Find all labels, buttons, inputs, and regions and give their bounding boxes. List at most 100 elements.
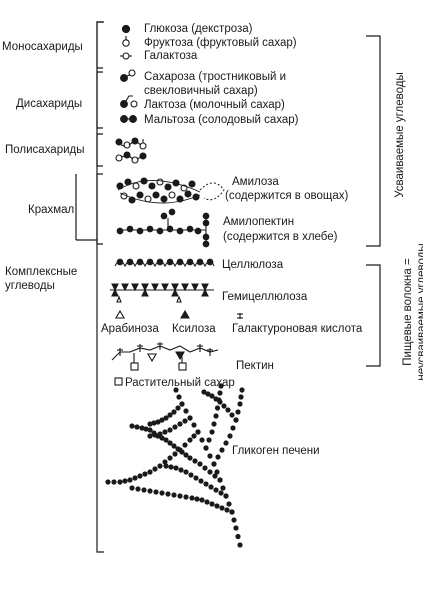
glycogen-dot	[211, 421, 217, 427]
glycogen-dot	[187, 455, 193, 461]
glycogen-dot	[223, 440, 229, 446]
galacturonic-icon	[237, 313, 243, 319]
label-galacturonic-acid: Галактуроновая кислота	[232, 323, 363, 335]
glycogen-dot	[152, 466, 158, 472]
category-complex-line2: углеводы	[5, 280, 55, 292]
glycogen-dot	[122, 478, 128, 484]
glycogen-dot	[167, 440, 173, 446]
glycogen-dot	[204, 499, 210, 505]
glycogen-dot	[159, 417, 165, 423]
arabinose-icon	[115, 309, 125, 319]
glycogen-dot	[224, 507, 230, 513]
glycogen-dot	[217, 477, 223, 483]
label-maltose: Мальтоза (солодовый сахар)	[144, 114, 299, 126]
glycogen-dot	[176, 394, 182, 400]
glycogen-dot	[202, 465, 208, 471]
glycogen-dot	[183, 408, 189, 414]
glycogen-dot	[209, 393, 215, 399]
category-disaccharides: Дисахариды	[16, 98, 83, 110]
category-complex-line1: Комплексные	[5, 266, 78, 278]
glycogen-dot	[159, 490, 165, 496]
glycogen-dot	[182, 418, 188, 424]
glycogen-dot	[191, 433, 197, 439]
glycogen-dot	[139, 425, 145, 431]
label-xylose: Ксилоза	[172, 323, 216, 335]
glycogen-dot	[227, 433, 233, 439]
glycogen-dot	[213, 396, 219, 402]
glycogen-dot	[111, 479, 117, 485]
glycogen-dot	[237, 401, 243, 407]
glycogen-dot	[171, 409, 177, 415]
category-starch: Крахмал	[28, 204, 75, 216]
glycogen-dot	[235, 409, 241, 415]
glycogen-dot	[172, 424, 178, 430]
label-glucose: Глюкоза (декстроза)	[144, 23, 253, 35]
glycogen-dot	[151, 420, 157, 426]
glycogen-dot	[203, 481, 209, 487]
label-glycogen: Гликоген печени	[232, 445, 320, 457]
glycogen-dot	[213, 413, 219, 419]
glycogen-dot	[207, 453, 213, 459]
glycogen-dot	[193, 475, 199, 481]
glycogen-dot	[218, 383, 224, 389]
glycogen-dot	[142, 471, 148, 477]
side-label-fiber-line1: Пищевые волокна =	[402, 258, 414, 366]
label-amylose-line1: Амилоза	[232, 176, 279, 188]
glycogen-dot	[135, 486, 141, 492]
glycogen-dot	[134, 424, 140, 430]
label-arabinose: Арабиноза	[101, 323, 159, 335]
glycogen-dot	[178, 467, 184, 473]
glycogen-dot	[173, 387, 179, 393]
glycogen-dot	[192, 458, 198, 464]
glycogen-dot	[143, 426, 149, 432]
glycogen-dot	[165, 491, 171, 497]
glycogen-dot	[225, 407, 231, 413]
glycogen-dot	[147, 488, 153, 494]
glycogen-dot	[205, 391, 211, 397]
glycogen-dot	[233, 525, 239, 531]
glycogen-dot	[175, 405, 181, 411]
glycogen-dot	[175, 446, 181, 452]
main-spine-bracket	[96, 21, 104, 553]
label-amylopectin-line2: (содержится в хлебе)	[223, 231, 338, 243]
glycogen-dot	[206, 437, 212, 443]
cellulose-icon	[114, 258, 215, 268]
glycogen-dot	[117, 479, 123, 485]
glycogen-dot	[137, 473, 143, 479]
glycogen-dot	[163, 415, 169, 421]
glycogen-dot	[209, 501, 215, 507]
glycogen-dot	[198, 478, 204, 484]
glycogen-dot	[147, 421, 153, 427]
glycogen-icon	[105, 383, 245, 548]
glycogen-dot	[177, 421, 183, 427]
glycogen-dot	[195, 429, 201, 435]
glycogen-dot	[231, 517, 237, 523]
lactose-icon	[120, 95, 138, 108]
glycogen-dot	[209, 429, 215, 435]
category-monosaccharides: Моносахариды	[2, 41, 83, 53]
label-amylopectin-line1: Амилопектин	[223, 216, 295, 228]
glycogen-dot	[183, 452, 189, 458]
glycogen-dot	[147, 433, 153, 439]
glycogen-dot	[162, 459, 168, 465]
sucrose-icon	[120, 69, 136, 82]
glycogen-dot	[171, 492, 177, 498]
glycogen-dot	[173, 465, 179, 471]
glycogen-dot	[155, 433, 161, 439]
glucose-icon	[121, 24, 131, 34]
glycogen-dot	[213, 487, 219, 493]
glycogen-dot	[187, 437, 193, 443]
label-hemicellulose: Гемицеллюлоза	[222, 291, 308, 303]
label-galactose: Галактоза	[144, 50, 198, 62]
glycogen-dot	[141, 487, 147, 493]
fiber-bracket	[366, 264, 381, 367]
glycogen-dot	[218, 490, 224, 496]
glycogen-dot	[201, 389, 207, 395]
glycogen-dot	[229, 412, 235, 418]
glycogen-dot	[105, 479, 111, 485]
glycogen-dot	[183, 494, 189, 500]
glycogen-dot	[167, 455, 173, 461]
glycogen-dot	[147, 469, 153, 475]
label-plant-sugar: Растительный сахар	[125, 377, 235, 389]
glycogen-dot	[177, 493, 183, 499]
